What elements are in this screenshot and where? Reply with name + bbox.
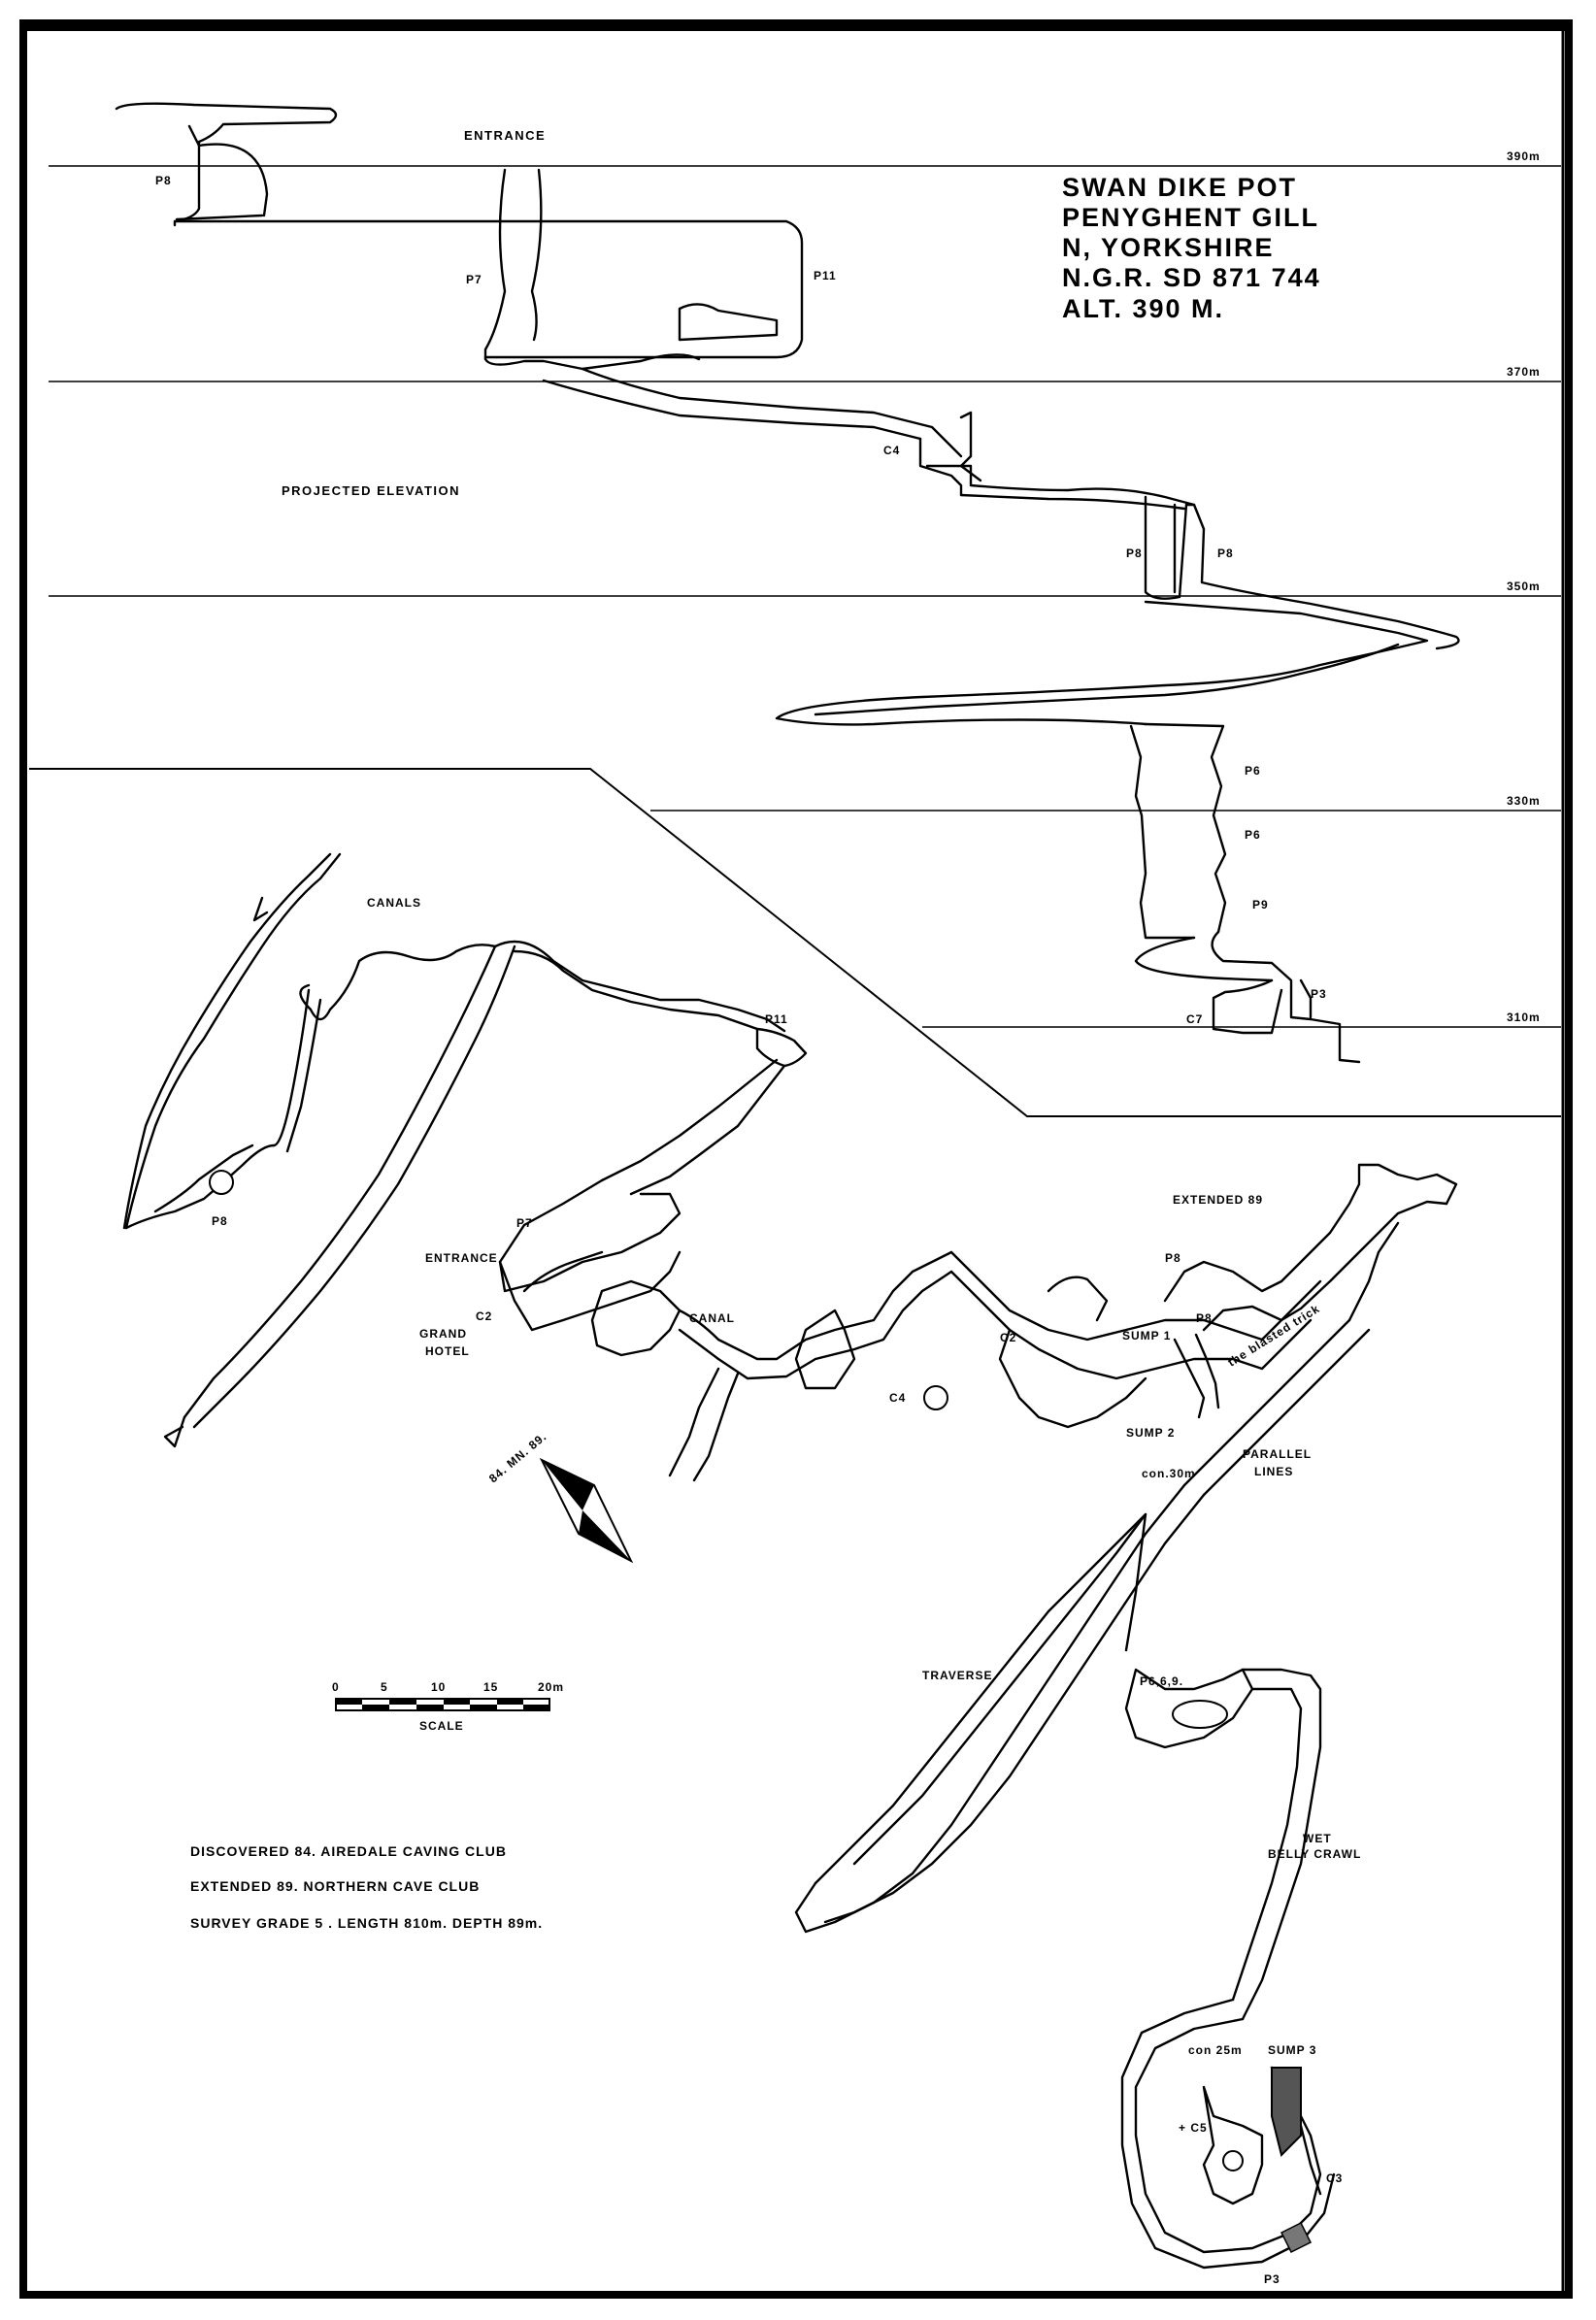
- top-edge-bar: [19, 19, 1573, 29]
- elevation-level-labels: 390m 370m 350m 330m 310m: [1507, 149, 1541, 1024]
- title-line-3: N, YORKSHIRE: [1062, 233, 1275, 262]
- plan-labels: CANALS P11 P8 P7 ENTRANCE C2 GRAND HOTEL…: [212, 896, 1361, 2286]
- plan-grand-hotel-line1: GRAND: [419, 1327, 467, 1341]
- title-line-5: ALT. 390 M.: [1062, 294, 1224, 323]
- plan-passages: [122, 852, 1458, 2270]
- scale-tick-5: 5: [381, 1680, 388, 1694]
- plan-con25-label: con 25m: [1188, 2043, 1243, 2057]
- plan-p8-left-label: P8: [212, 1214, 228, 1228]
- plan-c2-right-label: C2: [1000, 1331, 1016, 1344]
- level-370m: 370m: [1507, 365, 1541, 379]
- plan-p669-label: P6,6,9.: [1140, 1674, 1183, 1688]
- credit-extended: EXTENDED 89. NORTHERN CAVE CLUB: [190, 1878, 480, 1894]
- plan-p8-b-label: P8: [1196, 1311, 1213, 1325]
- elevation-pitch-p7: P7: [466, 273, 482, 286]
- north-arrow-label: 84. MN. 89.: [486, 1430, 549, 1486]
- plan-c2-left-label: C2: [476, 1309, 492, 1323]
- plan-entrance-label: ENTRANCE: [425, 1251, 498, 1265]
- plan-sump1-label: SUMP 1: [1122, 1329, 1171, 1342]
- plan-extended-89-label: EXTENDED 89: [1173, 1193, 1263, 1207]
- elevation-pitch-p3: P3: [1311, 987, 1327, 1001]
- scale-tick-0: 0: [332, 1680, 340, 1694]
- level-330m: 330m: [1507, 794, 1541, 808]
- plan-canal-label: CANAL: [689, 1311, 735, 1325]
- scale-tick-15: 15: [483, 1680, 498, 1694]
- north-arrow: 84. MN. 89.: [486, 1430, 634, 1564]
- level-350m: 350m: [1507, 580, 1541, 593]
- elevation-pitch-p6-lower: P6: [1245, 828, 1261, 842]
- plan-traverse-label: TRAVERSE: [922, 1669, 992, 1682]
- elevation-pitch-p11: P11: [814, 269, 837, 282]
- credit-survey-grade: SURVEY GRADE 5 . LENGTH 810m. DEPTH 89m.: [190, 1915, 543, 1931]
- plan-p7-label: P7: [516, 1216, 533, 1230]
- plan-c4-label: C4: [889, 1391, 906, 1405]
- survey-credits: DISCOVERED 84. AIREDALE CAVING CLUB EXTE…: [190, 1843, 543, 1931]
- elevation-c4: C4: [883, 444, 900, 457]
- plan-wet-label-1: WET: [1303, 1832, 1332, 1845]
- credit-discovered: DISCOVERED 84. AIREDALE CAVING CLUB: [190, 1843, 507, 1859]
- title-line-4: N.G.R. SD 871 744: [1062, 263, 1321, 292]
- elevation-c7: C7: [1186, 1012, 1203, 1026]
- plan-con30-label: con.30m: [1142, 1467, 1196, 1480]
- plan-c3-label: C3: [1326, 2171, 1343, 2185]
- level-310m: 310m: [1507, 1011, 1541, 1024]
- elevation-level-lines: [49, 165, 1561, 1028]
- plan-sump3-label: SUMP 3: [1268, 2043, 1316, 2057]
- elevation-pitch-p9: P9: [1252, 898, 1269, 911]
- elevation-pitch-p8-left: P8: [1126, 547, 1143, 560]
- elevation-profile: [115, 102, 1460, 1064]
- map-frame: [19, 23, 1573, 2299]
- elevation-pitch-p8-right: P8: [1217, 547, 1234, 560]
- plan-parallel-lines-2: LINES: [1254, 1465, 1293, 1478]
- scale-bar: 0 5 10 15 20m SCALE: [332, 1680, 564, 1733]
- plan-c5-label: + C5: [1179, 2121, 1208, 2135]
- elevation-heading: PROJECTED ELEVATION: [282, 483, 460, 498]
- plan-p11-label: P11: [765, 1012, 788, 1026]
- elevation-pitch-p8-top: P8: [155, 174, 172, 187]
- elevation-labels: ENTRANCE P8 P7 P11 C4 P8 P8 P6 P6 P9 P3 …: [155, 128, 1327, 1026]
- title-block: SWAN DIKE POT PENYGHENT GILL N, YORKSHIR…: [1062, 173, 1321, 323]
- level-390m: 390m: [1507, 149, 1541, 163]
- plan-canals-label: CANALS: [367, 896, 421, 910]
- scale-tick-10: 10: [431, 1680, 446, 1694]
- plan-wet-label-2: BELLY CRAWL: [1268, 1847, 1361, 1861]
- plan-grand-hotel-line2: HOTEL: [425, 1344, 470, 1358]
- elevation-entrance-label: ENTRANCE: [464, 128, 546, 143]
- scale-tick-20m: 20m: [538, 1680, 564, 1694]
- plan-sump2-label: SUMP 2: [1126, 1426, 1175, 1440]
- plan-elevation-divider: [29, 768, 1561, 1117]
- plan-parallel-lines-1: PARALLEL: [1243, 1447, 1312, 1461]
- plan-blasted-trick-label: the blasted trick: [1225, 1302, 1322, 1370]
- elevation-pitch-p6-upper: P6: [1245, 764, 1261, 778]
- plan-p3-label: P3: [1264, 2272, 1280, 2286]
- title-line-1: SWAN DIKE POT: [1062, 173, 1297, 202]
- plan-p8-a-label: P8: [1165, 1251, 1181, 1265]
- scale-label: SCALE: [419, 1719, 464, 1733]
- title-line-2: PENYGHENT GILL: [1062, 203, 1319, 232]
